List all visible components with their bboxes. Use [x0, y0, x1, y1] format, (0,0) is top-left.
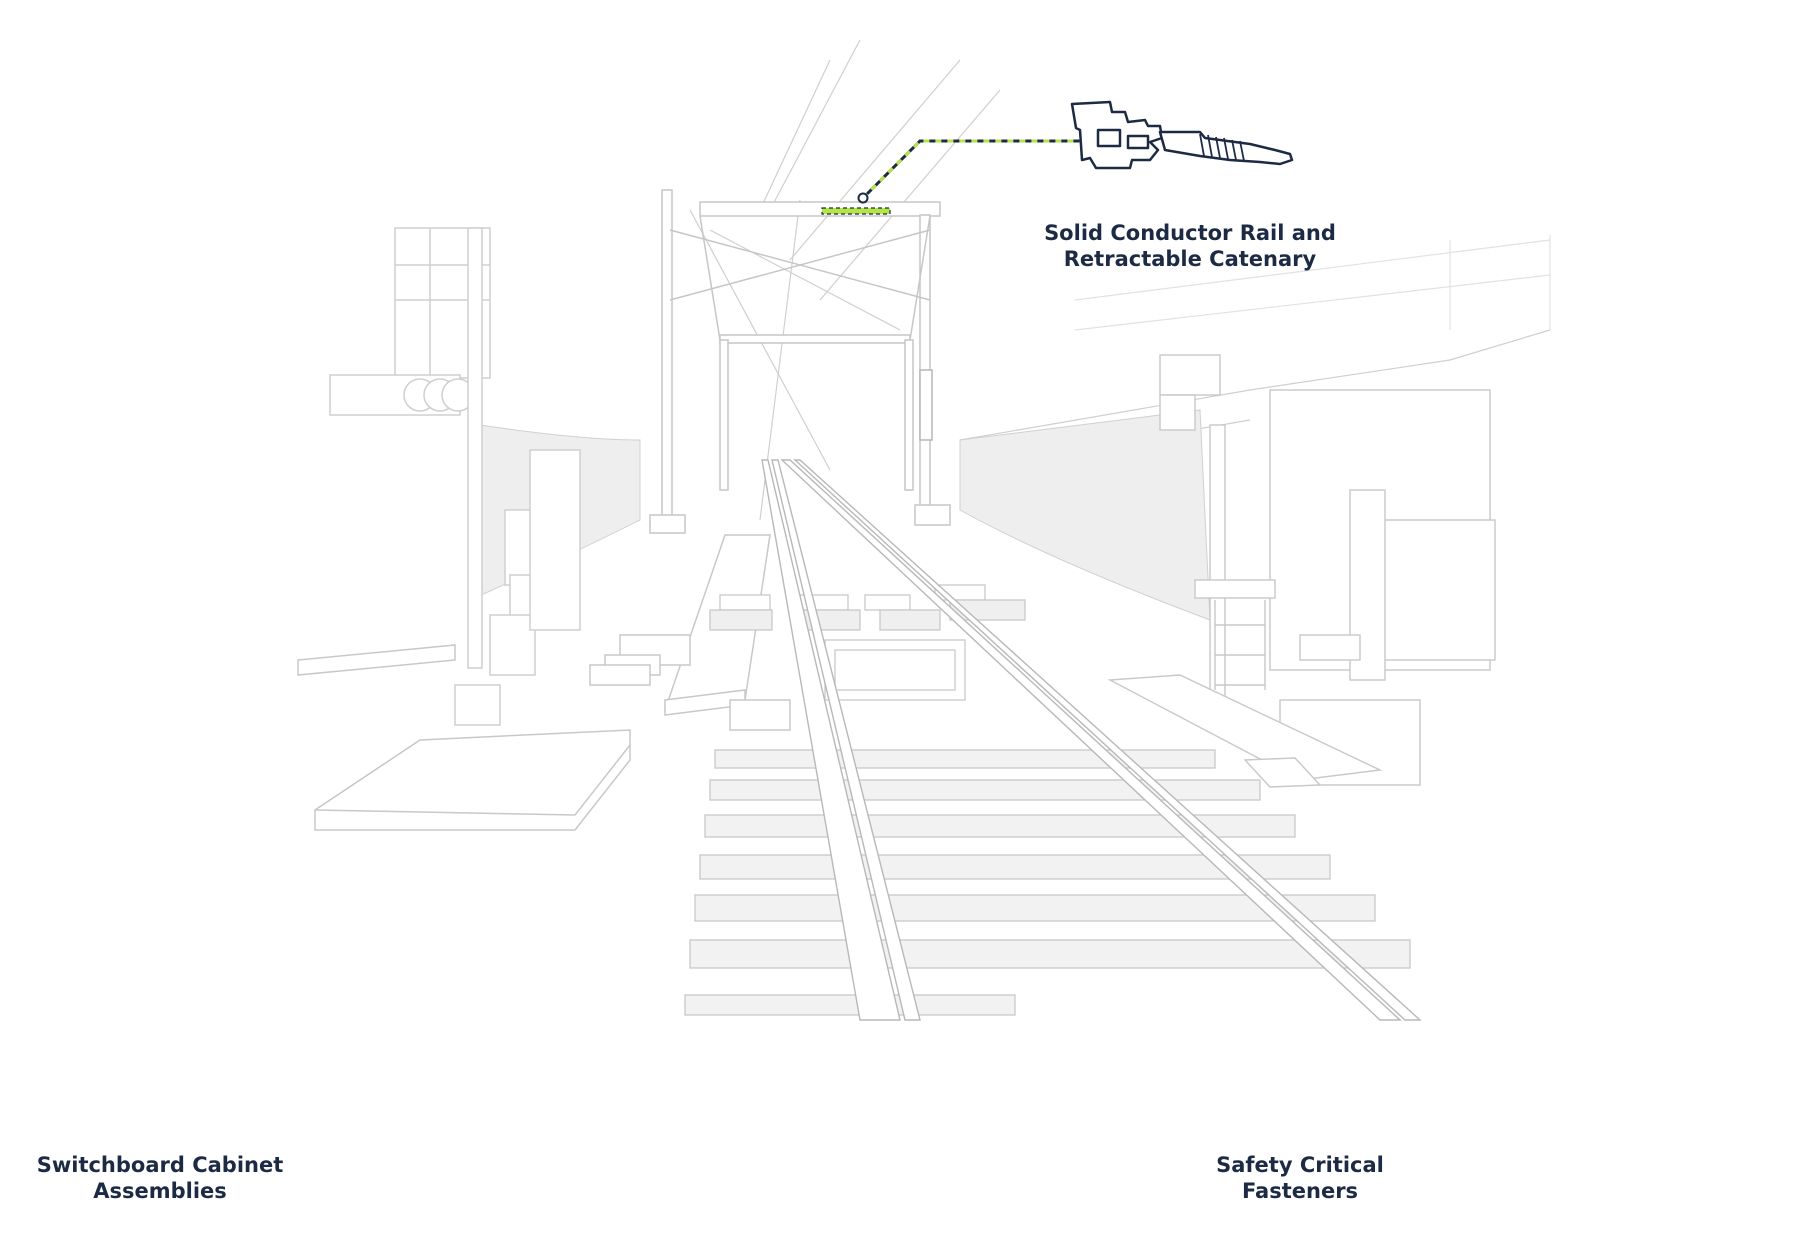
catenary-callout	[821, 100, 1294, 215]
catenary-leader-line-accent	[861, 139, 1090, 200]
signal-mast	[329, 227, 581, 788]
fasteners-label-line1: Safety Critical	[1216, 1153, 1384, 1177]
fasteners-label: Safety Critical Fasteners	[1170, 1152, 1430, 1204]
catenary-leader-line	[861, 139, 1090, 200]
cabinet-label: Switchboard Cabinet Assemblies	[20, 1152, 300, 1204]
catenary-gantry	[649, 189, 951, 534]
catenary-label-line2: Retractable Catenary	[1063, 247, 1317, 271]
catenary-label: Solid Conductor Rail and Retractable Cat…	[1000, 220, 1380, 272]
left-platform	[297, 644, 631, 831]
right-structures	[1107, 354, 1496, 788]
rails	[761, 459, 1422, 1021]
catenary-anchor-dot	[857, 192, 869, 204]
cabinet-label-line2: Assemblies	[93, 1179, 227, 1203]
fasteners-label-line2: Fasteners	[1241, 1179, 1359, 1203]
cabinet-label-line1: Switchboard Cabinet	[36, 1153, 284, 1177]
track-sleepers	[684, 749, 1411, 1016]
right-wall	[959, 409, 1211, 621]
catenary-label-line1: Solid Conductor Rail and	[1044, 221, 1336, 245]
center-platform	[589, 534, 791, 731]
track-blocks	[709, 584, 1026, 701]
catenary-highlight	[821, 207, 891, 215]
pantograph-icon	[1070, 100, 1294, 170]
